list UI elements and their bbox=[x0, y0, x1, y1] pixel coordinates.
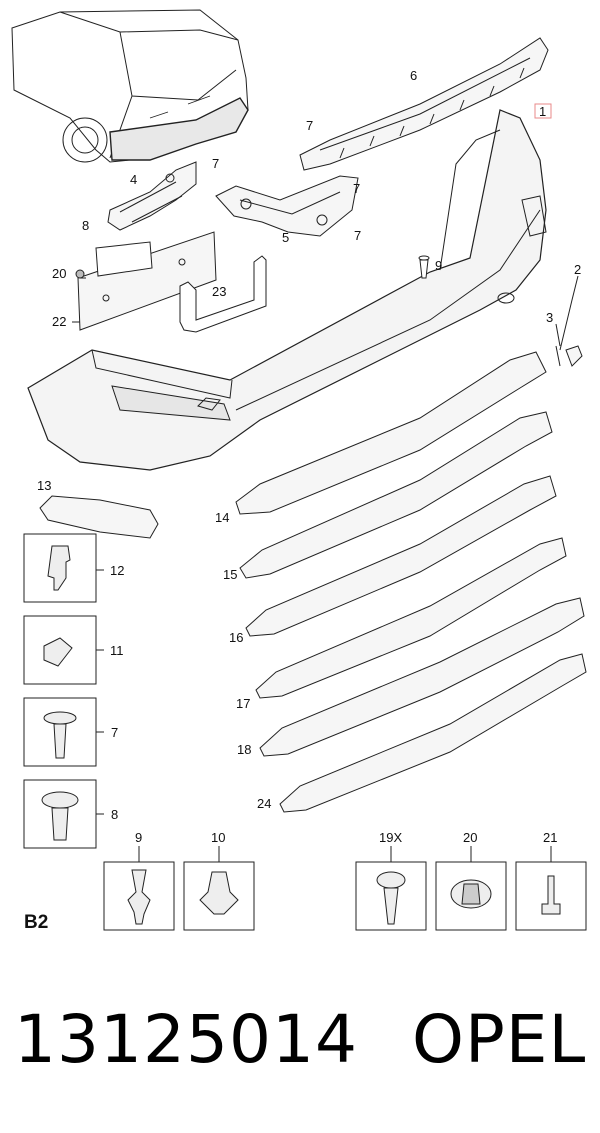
legend-19x: 19X bbox=[379, 830, 402, 845]
callout-24: 24 bbox=[257, 796, 271, 811]
legend-21: 21 bbox=[543, 830, 557, 845]
bumper-strips bbox=[235, 351, 587, 813]
part-23-frame bbox=[179, 255, 267, 333]
callout-13: 13 bbox=[37, 478, 51, 493]
part-6-impact-strip bbox=[299, 37, 549, 171]
legend-20: 20 bbox=[463, 830, 477, 845]
part-1-bumper-cover bbox=[27, 109, 547, 471]
callout-8: 8 bbox=[82, 218, 89, 233]
callout-7d: 7 bbox=[354, 228, 361, 243]
brand-name: OPEL bbox=[412, 1001, 587, 1078]
callout-22: 22 bbox=[52, 314, 66, 329]
part-20-clip bbox=[75, 269, 85, 279]
callout-23: 23 bbox=[212, 284, 226, 299]
callout-9: 9 bbox=[435, 258, 442, 273]
legend-7: 7 bbox=[111, 725, 118, 740]
callout-1: 1 bbox=[539, 104, 546, 119]
part-number: 13125014 bbox=[14, 1001, 358, 1078]
callout-3: 3 bbox=[546, 310, 553, 325]
legend-11: 11 bbox=[110, 643, 124, 658]
part-13-reflector bbox=[39, 495, 159, 539]
callout-20: 20 bbox=[52, 266, 66, 281]
callout-2: 2 bbox=[574, 262, 581, 277]
callout-18: 18 bbox=[237, 742, 251, 757]
bumper-exploded-diagram: 1 2 3 4 5 6 7 7 7 7 8 9 13 14 15 16 17 1… bbox=[11, 9, 587, 933]
legend-9: 9 bbox=[135, 830, 142, 845]
callout-7c: 7 bbox=[353, 181, 360, 196]
callout-5: 5 bbox=[282, 230, 289, 245]
callout-14: 14 bbox=[215, 510, 229, 525]
callout-17: 17 bbox=[236, 696, 250, 711]
part-22-pad bbox=[77, 231, 217, 331]
legend-12: 12 bbox=[110, 563, 124, 578]
callout-7a: 7 bbox=[306, 118, 313, 133]
callout-16: 16 bbox=[229, 630, 243, 645]
part-4-bracket bbox=[107, 161, 197, 231]
callout-4: 4 bbox=[130, 172, 137, 187]
vehicle-inset bbox=[11, 9, 249, 163]
callout-6: 6 bbox=[410, 68, 417, 83]
legend-8: 8 bbox=[111, 807, 118, 822]
part-9-fastener bbox=[418, 255, 430, 279]
legend-10: 10 bbox=[211, 830, 225, 845]
part-2-3-small bbox=[555, 345, 583, 367]
section-code: B2 bbox=[24, 912, 48, 933]
callout-7b: 7 bbox=[212, 156, 219, 171]
callout-1-highlight-box bbox=[534, 103, 552, 119]
part-5-bracket bbox=[215, 175, 359, 237]
callout-15: 15 bbox=[223, 567, 237, 582]
